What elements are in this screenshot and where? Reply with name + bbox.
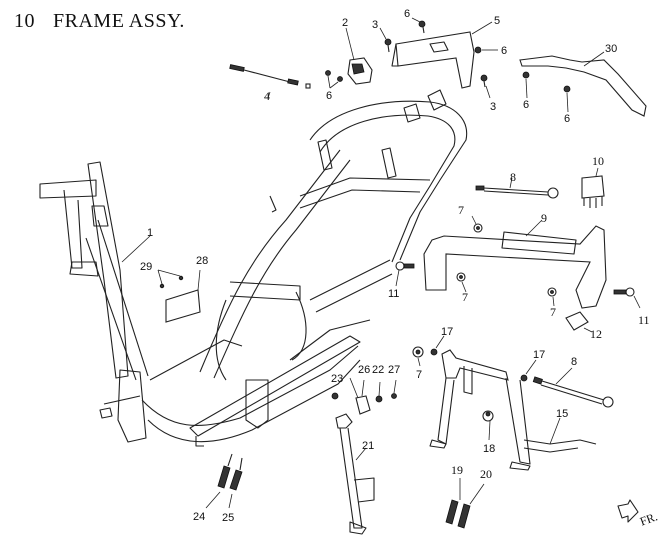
part-15-center-stand: 15 <box>429 349 597 471</box>
part-10-damper: 10 <box>581 154 605 208</box>
part-5-bracket: 5 <box>391 15 500 89</box>
part-30-grab-rail: 30 <box>519 43 647 117</box>
callout-label: 11 <box>388 288 399 300</box>
callout-label: 2 <box>342 17 348 29</box>
part-12-rubber: 12 <box>565 311 602 341</box>
part-18-stopper: 18 <box>482 410 495 455</box>
callout-label: 29 <box>140 261 152 273</box>
section-name: FRAME ASSY. <box>53 10 185 32</box>
callout-label: 6 <box>326 90 332 102</box>
part-8-bolt-upper: 8 <box>475 170 559 199</box>
callout-7-c: 7 <box>547 287 557 319</box>
callout-label: 6 <box>501 45 507 57</box>
callout-label: 3 <box>372 19 378 31</box>
callout-label: 7 <box>458 203 464 217</box>
callout-label: 9 <box>541 211 547 225</box>
callout-label: 23 <box>331 373 343 385</box>
callout-label: 24 <box>193 511 205 523</box>
callout-6-top: 6 <box>404 8 426 34</box>
callout-label: 8 <box>510 170 516 184</box>
main-frame <box>39 89 468 447</box>
callout-label: 5 <box>494 15 500 27</box>
section-number: 10 <box>14 10 35 32</box>
callout-label: 12 <box>590 327 602 341</box>
callout-label: 6 <box>523 99 529 111</box>
callout-27: 27 <box>388 364 400 399</box>
callout-label: 21 <box>362 440 374 452</box>
callout-7-b: 7 <box>456 272 468 304</box>
callout-label: 10 <box>592 154 604 168</box>
callout-label: 6 <box>564 113 570 125</box>
callout-label: 30 <box>605 43 617 55</box>
diagram-title: 10 FRAME ASSY. <box>14 10 185 33</box>
callout-23: 23 <box>331 373 343 400</box>
part-2-bracket: 2 <box>342 17 373 85</box>
callout-11-right: 11 <box>613 287 650 327</box>
callout-label: 4 <box>264 89 270 103</box>
part-29-screws: 29 <box>140 261 184 289</box>
callout-label: 3 <box>490 101 496 113</box>
callout-6-carrier-right: 6 <box>563 85 571 125</box>
callout-label: 1 <box>147 227 153 239</box>
callout-6-left: 6 <box>325 70 343 102</box>
part-8-bolt-lower: 8 <box>532 356 614 408</box>
part-4-cable: 4 <box>229 64 311 103</box>
part-9-engine-hanger: 9 <box>423 211 607 309</box>
part-19-20-springs: 19 20 <box>445 463 492 529</box>
callout-label: 17 <box>441 326 453 338</box>
callout-label: 6 <box>404 8 410 20</box>
callout-label: 22 <box>372 364 384 376</box>
callout-17-left: 17 <box>430 326 453 356</box>
callout-label: 8 <box>571 356 577 368</box>
front-arrow-icon: FR. <box>617 499 659 529</box>
callout-label: 11 <box>638 313 650 327</box>
part-28-plate: 28 <box>165 255 208 323</box>
front-label: FR. <box>638 509 659 528</box>
callout-label: 26 <box>358 364 370 376</box>
callout-label: 7 <box>550 305 556 319</box>
callout-label: 20 <box>480 467 492 481</box>
callout-22: 22 <box>372 364 384 403</box>
callout-label: 17 <box>533 349 545 361</box>
callout-label: 27 <box>388 364 400 376</box>
callout-17-right: 17 <box>520 349 545 382</box>
callout-3-upper: 3 <box>372 19 392 53</box>
callout-label: 15 <box>556 408 568 420</box>
callout-6-mid: 6 <box>474 45 507 57</box>
callout-label: 7 <box>416 369 422 381</box>
callout-label: 28 <box>196 255 208 267</box>
callout-label: 7 <box>462 290 468 304</box>
callout-7-d: 7 <box>412 346 424 381</box>
callout-7-a: 7 <box>458 203 483 233</box>
part-24-25-springs: 24 25 <box>193 453 243 524</box>
callout-label: 19 <box>451 463 463 477</box>
part-21-side-stand: 21 <box>335 413 375 535</box>
callout-26: 26 <box>349 364 371 415</box>
callout-3-lower: 3 <box>480 74 496 113</box>
callout-11-left: 11 <box>388 261 415 300</box>
callout-label: 18 <box>483 443 495 455</box>
callout-1: 1 <box>121 227 153 263</box>
callout-label: 25 <box>222 512 234 524</box>
callout-6-carrier-left: 6 <box>522 71 530 111</box>
